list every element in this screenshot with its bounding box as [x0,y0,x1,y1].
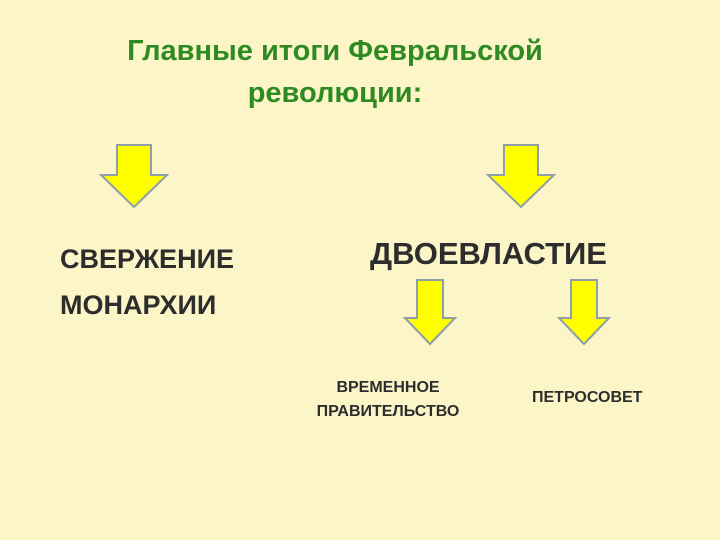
dual-power-label: ДВОЕВЛАСТИЕ [370,236,607,271]
government-line-2: ПРАВИТЕЛЬСТВО [316,403,460,420]
down-arrow-icon-right [485,144,557,209]
title-line-2: революции: [247,77,423,109]
page-title: Главные итоги Февральской революции: [60,30,610,114]
down-arrow-icon-government [402,279,458,346]
provisional-government-label: ВРЕМЕННОЕ ПРАВИТЕЛЬСТВО [298,376,478,424]
title-line-1: Главные итоги Февральской [127,35,543,67]
monarchy-overthrow-label: СВЕРЖЕНИЕ МОНАРХИИ [60,236,234,328]
monarchy-line-2: МОНАРХИИ [60,290,217,320]
monarchy-line-1: СВЕРЖЕНИЕ [60,244,234,274]
down-arrow-icon-soviet [556,279,612,346]
petrosoviet-label: ПЕТРОСОВЕТ [532,389,643,406]
down-arrow-icon-left [98,144,170,209]
government-line-1: ВРЕМЕННОЕ [336,379,440,396]
